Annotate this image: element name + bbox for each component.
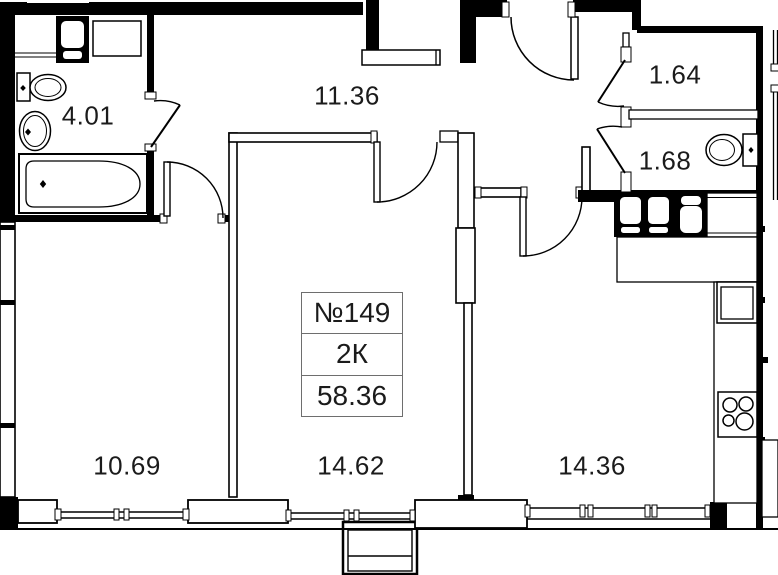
unit-type: 2К [302, 333, 402, 374]
room-label-storage: 1.64 [648, 59, 702, 90]
washing-machine [56, 16, 89, 63]
room-label-living-room: 14.62 [317, 450, 385, 481]
room-label-wc: 1.68 [638, 145, 692, 176]
window-kitchen [524, 504, 711, 520]
room-label-hallway: 11.36 [314, 80, 380, 111]
living-room-door [373, 141, 438, 203]
window-bedroom [54, 508, 190, 521]
toilet-bathroom [16, 72, 67, 102]
bathroom-shelf [15, 52, 56, 58]
kitchen-door [519, 196, 583, 257]
unit-info-box: №149 2К 58.36 [301, 292, 403, 417]
sink-bathroom [18, 110, 52, 152]
kitchen-counter [616, 192, 758, 504]
toilet-wc [705, 133, 759, 167]
unit-area: 58.36 [302, 374, 402, 416]
unit-number: №149 [313, 297, 391, 329]
bedroom-door [163, 161, 224, 219]
bathtub [18, 153, 148, 214]
room-label-kitchen: 14.36 [558, 450, 626, 481]
bathroom-door [150, 99, 181, 148]
top-niche-wall [361, 49, 441, 66]
window-living-room [285, 509, 416, 522]
stove [717, 391, 758, 438]
room-label-bathroom: 4.01 [61, 100, 115, 131]
neighbor-wall-stubs [761, 30, 778, 518]
left-wall-lower [0, 221, 16, 498]
storage-door [597, 59, 626, 108]
wc-door [596, 125, 626, 174]
kitchen-sink-unit [614, 193, 707, 237]
bathroom-cabinet [92, 20, 142, 57]
fridge [716, 281, 758, 324]
room-label-bedroom: 10.69 [93, 450, 161, 481]
entry-door [501, 1, 579, 81]
exterior-walls [0, 0, 768, 530]
